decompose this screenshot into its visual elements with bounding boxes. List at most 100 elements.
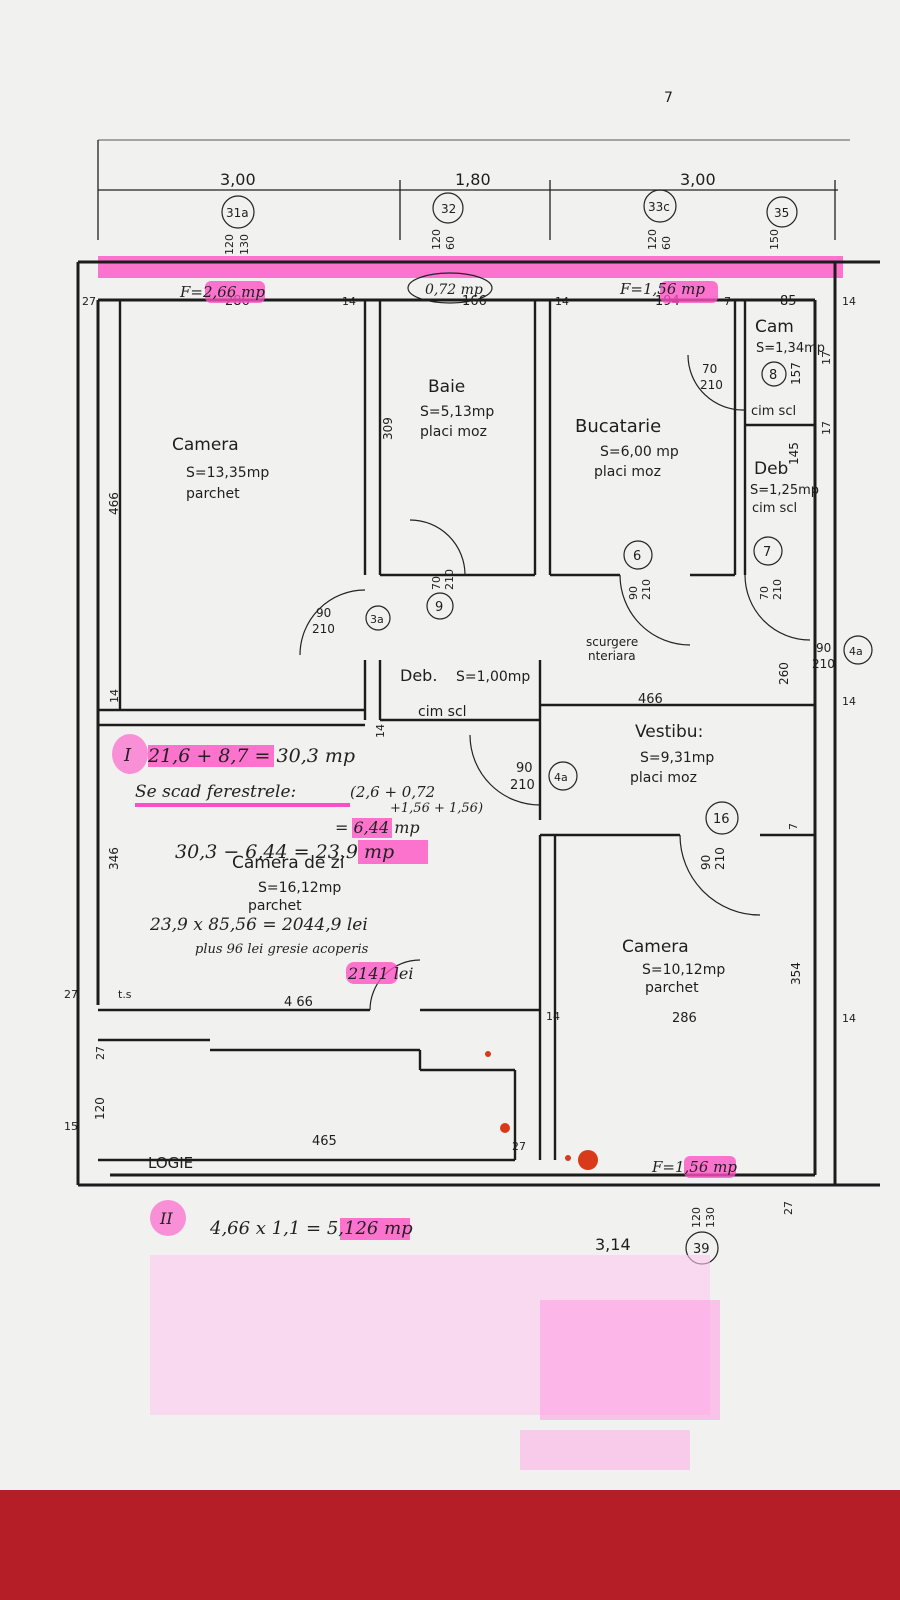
note-total-area: 21,6 + 8,7 = 30,3 mp xyxy=(147,745,355,767)
wall-27-logie-right: 27 xyxy=(512,1140,526,1153)
dim-466-left: 466 xyxy=(107,492,121,515)
room-cam: Cam S=1,34mp cim scl xyxy=(751,317,825,419)
room-camera-1: Camera S=13,35mp parchet xyxy=(172,435,269,502)
door-7-width: 70 xyxy=(758,586,771,600)
corridor-label-1: scurgere xyxy=(586,635,638,649)
outer-walls xyxy=(76,260,880,1187)
room-floor: placi moz xyxy=(594,464,661,480)
note-extra: plus 96 lei gresie acoperis xyxy=(195,942,369,957)
room-name: Deb. xyxy=(400,666,437,685)
room-name: Cam xyxy=(755,317,794,337)
window-code-2b: 60 xyxy=(444,236,457,250)
door-swings xyxy=(299,354,811,1011)
room-logie: LOGIE xyxy=(148,1154,193,1172)
window-area-1-56: F=1,56 mp xyxy=(619,280,705,298)
dim-466-vestibul: 466 xyxy=(638,692,663,707)
wall-17-deb: 17 xyxy=(820,421,833,435)
room-name: Deb xyxy=(754,459,788,479)
window-code-2: 120 xyxy=(430,229,443,250)
dim-3-14: 3,14 xyxy=(595,1235,631,1254)
room-floor: parchet xyxy=(248,898,302,914)
room-floor: cim scl xyxy=(751,404,796,419)
door-tag-16: 16 xyxy=(713,812,730,827)
room-floor: cim scl xyxy=(752,501,797,516)
dim-120: 120 xyxy=(93,1097,107,1120)
door-6-width: 90 xyxy=(627,586,640,600)
door-7-height: 210 xyxy=(771,579,784,600)
door-16-height: 210 xyxy=(713,847,727,870)
handwritten-calculations: I 21,6 + 8,7 = 30,3 mp Se scad ferestrel… xyxy=(112,734,483,1240)
room-floor: cim scl xyxy=(418,704,467,720)
window-area-0-72: 0,72 mp xyxy=(425,282,483,298)
room-camera-2: Camera S=10,12mp parchet xyxy=(622,937,725,996)
corridor-label-2: nteriara xyxy=(588,649,636,663)
door-tag-39: 39 xyxy=(693,1242,710,1257)
room-deb-2: Deb. S=1,00mp cim scl xyxy=(400,666,530,720)
ink-stains xyxy=(485,1051,598,1170)
note-logie-area: 4,66 x 1,1 = 5,126 mp xyxy=(209,1218,413,1239)
door-9-height: 210 xyxy=(443,569,456,590)
window-code-4: 150 xyxy=(768,229,781,250)
dim-145: 145 xyxy=(787,442,801,465)
dim-85: 85 xyxy=(780,294,797,309)
room-area: S=16,12mp xyxy=(258,880,341,896)
wall-27-bottom: 27 xyxy=(782,1201,795,1215)
room-floor: parchet xyxy=(186,486,240,502)
note-windows-sum: (2,6 + 0,72 xyxy=(350,783,435,801)
top-dimension-line xyxy=(97,139,850,240)
note-mark-i: I xyxy=(123,745,132,766)
room-vestibul: Vestibu: S=9,31mp placi moz xyxy=(630,722,714,786)
window-tag-31a: 31a xyxy=(226,206,249,220)
dim-286-camera: 286 xyxy=(672,1011,697,1026)
dim-260: 260 xyxy=(777,662,791,685)
door-tag-6: 6 xyxy=(633,549,641,564)
door-4a-width: 90 xyxy=(516,761,533,776)
room-baie: Baie S=5,13mp placi moz xyxy=(420,377,494,440)
dim-top-right: 3,00 xyxy=(680,170,716,189)
bottom-window-highlight xyxy=(684,1156,736,1178)
room-area: S=1,34mp xyxy=(756,341,825,356)
door-39-height: 130 xyxy=(704,1207,717,1228)
wall-27-top: 27 xyxy=(82,295,96,308)
wall-14-f: 14 xyxy=(108,689,121,703)
dim-top-left: 3,00 xyxy=(220,170,256,189)
dim-346: 346 xyxy=(107,847,121,870)
room-area: S=6,00 mp xyxy=(600,444,679,460)
room-area: S=1,25mp xyxy=(750,483,819,498)
window-code-3b: 60 xyxy=(660,236,673,250)
note-total-cost: 2141 lei xyxy=(347,964,414,983)
note-mark-ii: II xyxy=(159,1209,173,1228)
door-tag-3a: 3a xyxy=(370,613,384,626)
wall-17-cam: 17 xyxy=(820,351,833,365)
door-6-height: 210 xyxy=(640,579,653,600)
window-tag-33c: 33c xyxy=(648,200,670,214)
room-area: S=1,00mp xyxy=(456,669,530,685)
door-8-height: 210 xyxy=(700,378,723,392)
dim-466-camera-zi: 4 66 xyxy=(284,995,313,1010)
wall-14-h: 14 xyxy=(842,1012,856,1025)
door-tag-8: 8 xyxy=(769,368,777,383)
room-area: S=5,13mp xyxy=(420,404,494,420)
door-3a-height: 210 xyxy=(312,622,335,636)
note-net-area: 30,3 − 6,44 = 23,9 mp xyxy=(175,841,394,863)
wall-7: 7 xyxy=(724,295,731,308)
dim-465: 465 xyxy=(312,1134,337,1149)
room-deb-1: Deb S=1,25mp cim scl xyxy=(750,459,819,516)
wall-14-d: 14 xyxy=(842,695,856,708)
door-4a-height: 210 xyxy=(510,778,535,793)
room-floor: placi moz xyxy=(630,770,697,786)
room-area: S=9,31mp xyxy=(640,750,714,766)
wall-27-left: 27 xyxy=(64,988,78,1001)
wall-15: 15 xyxy=(64,1120,78,1133)
room-name: Bucatarie xyxy=(575,416,661,437)
blurred-region xyxy=(150,1255,720,1470)
window-code-1b: 130 xyxy=(238,234,251,255)
room-name: Camera xyxy=(622,937,689,957)
room-camera-de-zi: Camera de zi S=16,12mp parchet xyxy=(232,853,344,914)
dim-309: 309 xyxy=(381,417,395,440)
window-area-tags xyxy=(205,272,718,304)
door-3a-width: 90 xyxy=(316,606,331,620)
door-39-width: 120 xyxy=(690,1207,703,1228)
wall-14-e: 14 xyxy=(374,724,387,738)
room-area: S=13,35mp xyxy=(186,465,269,481)
